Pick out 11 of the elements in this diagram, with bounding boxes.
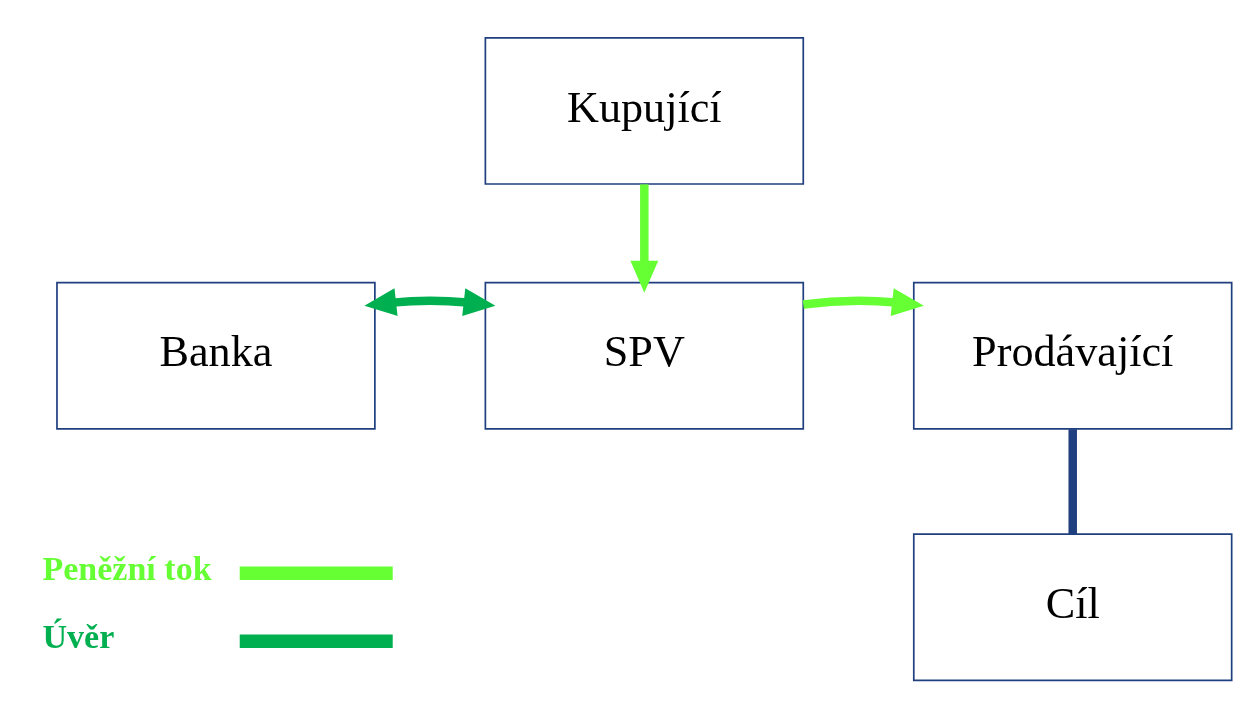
- node-box: Banka: [56, 281, 376, 430]
- node-box: SPV: [484, 281, 805, 430]
- arrow: [630, 184, 659, 293]
- arrow: [802, 288, 924, 316]
- legend-label: Úvěr: [42, 618, 115, 656]
- connector: [1068, 429, 1077, 534]
- node-box: Kupující: [484, 36, 805, 185]
- arrow: [364, 288, 496, 316]
- legend-label: Peněžní tok: [42, 550, 212, 588]
- node-box: Cíl: [912, 533, 1233, 682]
- node-box: Prodávající: [912, 281, 1233, 430]
